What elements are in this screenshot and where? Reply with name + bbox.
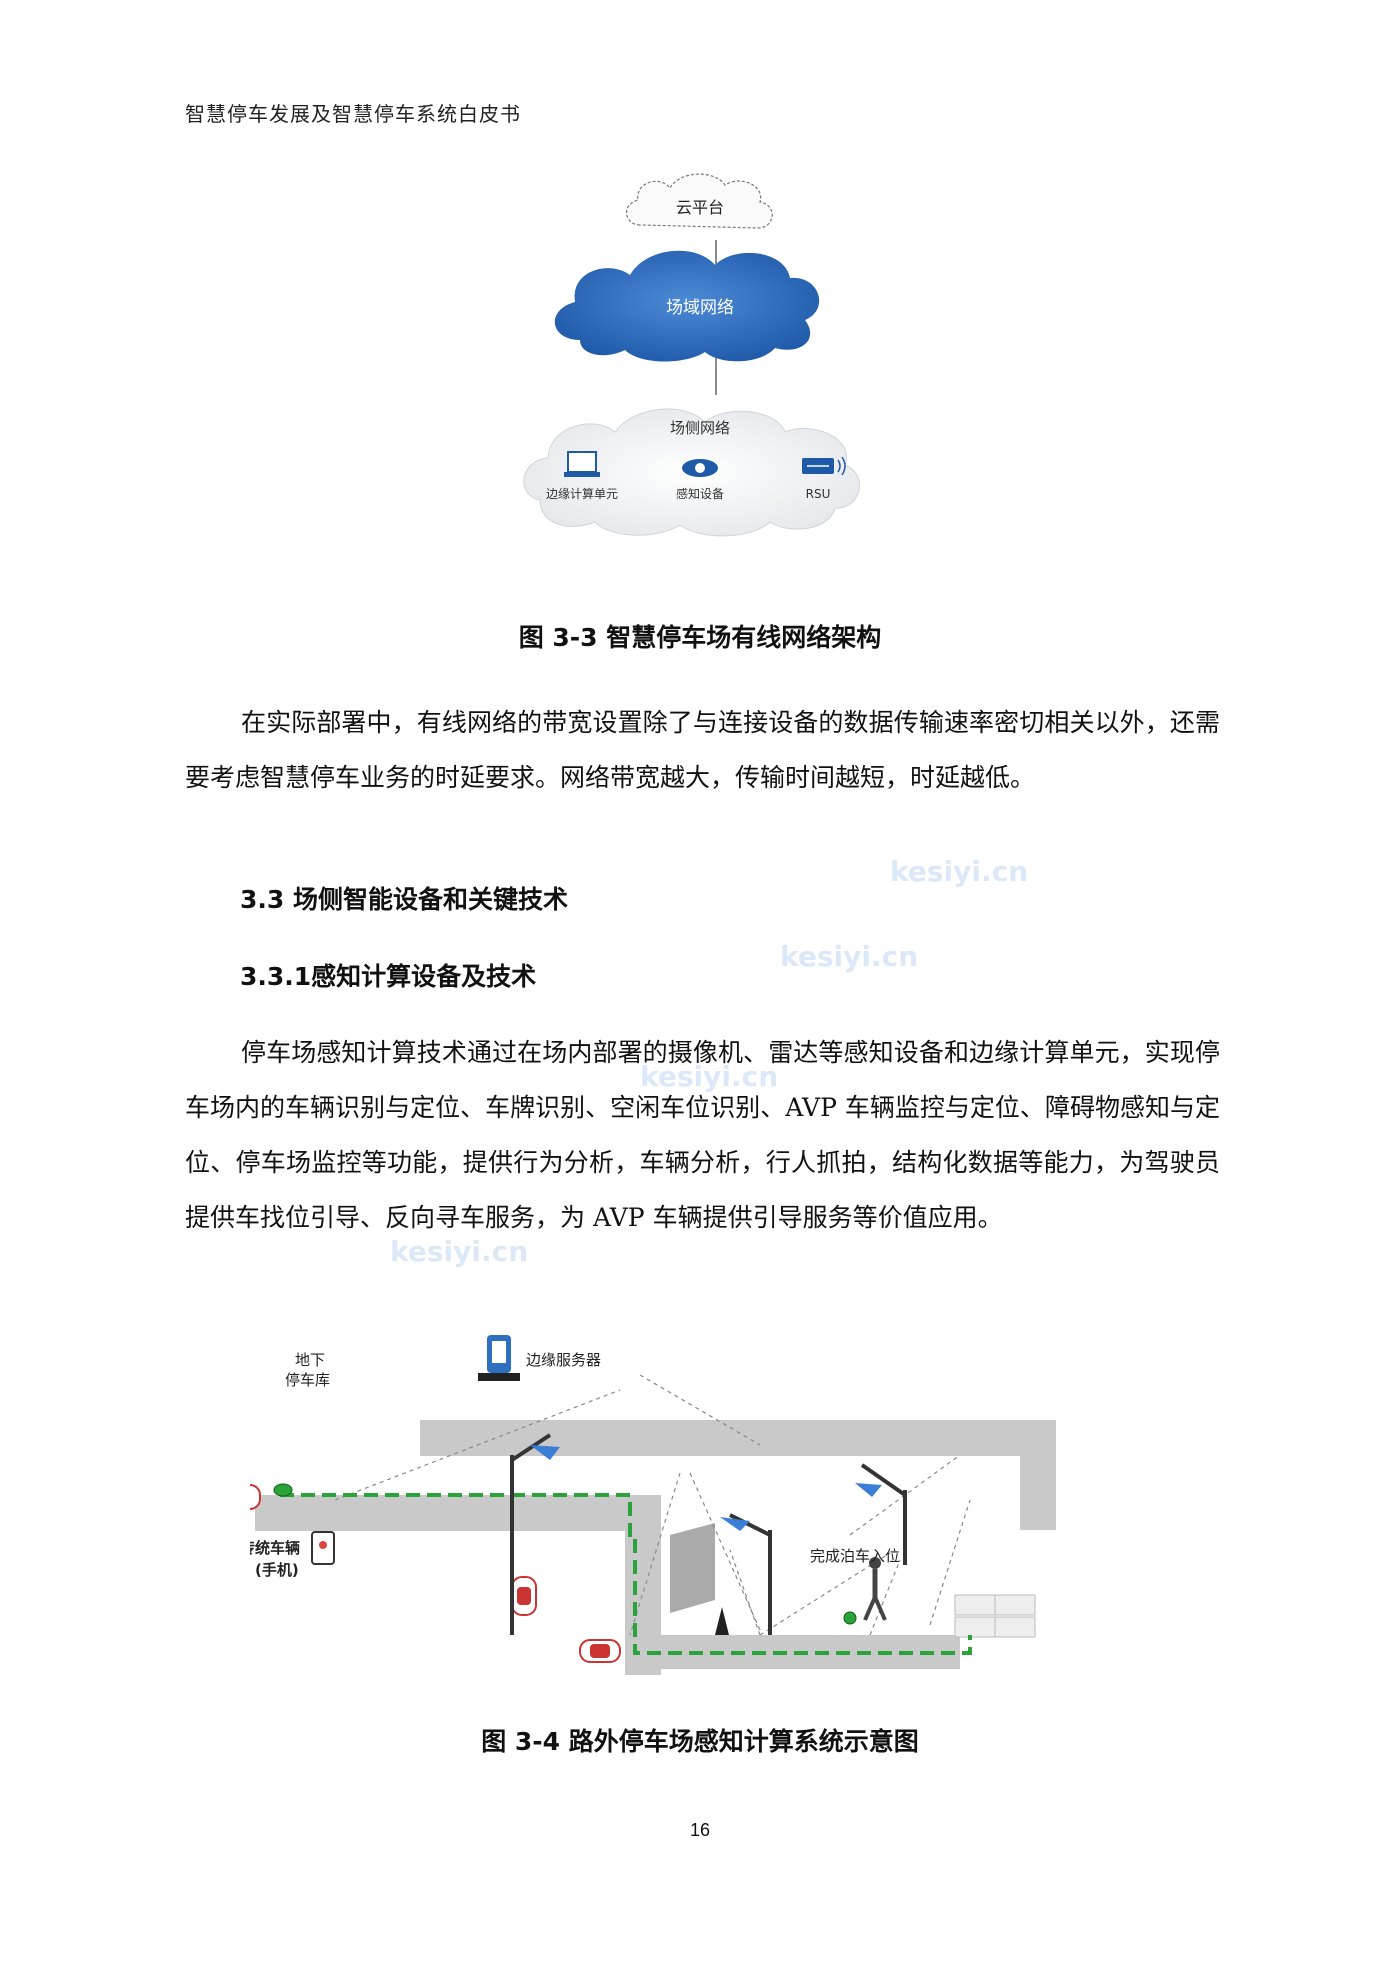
section-heading-3-3: 3.3 场侧智能设备和关键技术	[240, 885, 568, 914]
sensing-device-label: 感知设备	[676, 486, 724, 501]
camera-dome-icon	[682, 459, 718, 477]
field-network-cloud-icon	[554, 250, 820, 362]
edge-server-icon	[478, 1335, 520, 1381]
traffic-cone-icon	[715, 1607, 729, 1635]
rsu-icon	[802, 456, 846, 476]
top-road	[420, 1420, 1055, 1456]
watermark-1: kesiyi.cn	[890, 855, 1029, 888]
wall	[670, 1523, 715, 1613]
camera-pole-icon-1	[510, 1433, 560, 1635]
running-header: 智慧停车发展及智慧停车系统白皮书	[185, 102, 521, 126]
camera-pole-icon-3	[855, 1463, 907, 1565]
camera-pole-icon-2	[720, 1513, 772, 1635]
label-parking-done: 完成泊车入位	[810, 1547, 900, 1565]
pedestrian-icon	[863, 1557, 887, 1621]
car-icon-descending	[511, 1576, 537, 1616]
site-network-label: 场侧网络	[670, 419, 730, 437]
right-road	[1020, 1420, 1056, 1530]
start-marker	[273, 1483, 293, 1497]
watermark-4: kesiyi.cn	[390, 1235, 529, 1268]
guidance-path	[280, 1493, 972, 1655]
left-road	[255, 1495, 655, 1531]
edge-computing-unit-icon	[564, 451, 600, 477]
watermark-2: kesiyi.cn	[780, 940, 919, 973]
rsu-label: RSU	[806, 487, 831, 501]
network-architecture-diagram: 云平台 场域网络 场侧网络 边缘计算单元 感知设备 RSU	[523, 173, 860, 537]
label-garage-1: 地下	[295, 1351, 325, 1369]
figure-3-3-caption: 图 3-3 智慧停车场有线网络架构	[518, 623, 882, 652]
car-icon-bottom	[579, 1639, 621, 1663]
phone-icon	[311, 1531, 335, 1565]
label-garage-2: 停车库	[285, 1371, 330, 1389]
car-icon-start	[250, 1484, 261, 1510]
sight-lines	[334, 1374, 971, 1636]
label-edge-server: 边缘服务器	[526, 1351, 601, 1369]
edge-computing-unit-label: 边缘计算单元	[546, 486, 618, 501]
cloud-platform-label: 云平台	[676, 198, 724, 217]
paragraph-bandwidth: 在实际部署中，有线网络的带宽设置除了与连接设备的数据传输速率密切相关以外，还需要…	[185, 708, 1220, 792]
section-heading-3-3-1: 3.3.1感知计算设备及技术	[240, 962, 537, 991]
destination-marker	[843, 1611, 857, 1625]
label-car-2: (手机)	[255, 1561, 299, 1579]
parking-slots	[954, 1594, 1036, 1638]
paragraph-sensing: 停车场感知计算技术通过在场内部署的摄像机、雷达等感知设备和边缘计算单元，实现停车…	[185, 1038, 1220, 1232]
label-car-1: 传统车辆	[250, 1539, 300, 1557]
figure-3-4-caption: 图 3-4 路外停车场感知计算系统示意图	[481, 1727, 919, 1756]
page-number: 16	[689, 1820, 711, 1840]
field-network-label: 场域网络	[666, 298, 734, 318]
cloud-platform-icon	[626, 173, 773, 229]
parking-sensing-diagram: 地下 停车库 边缘服务器 传统车辆 (手机) 完成泊车入位	[250, 1335, 1056, 1675]
watermark-3: kesiyi.cn	[640, 1060, 779, 1093]
